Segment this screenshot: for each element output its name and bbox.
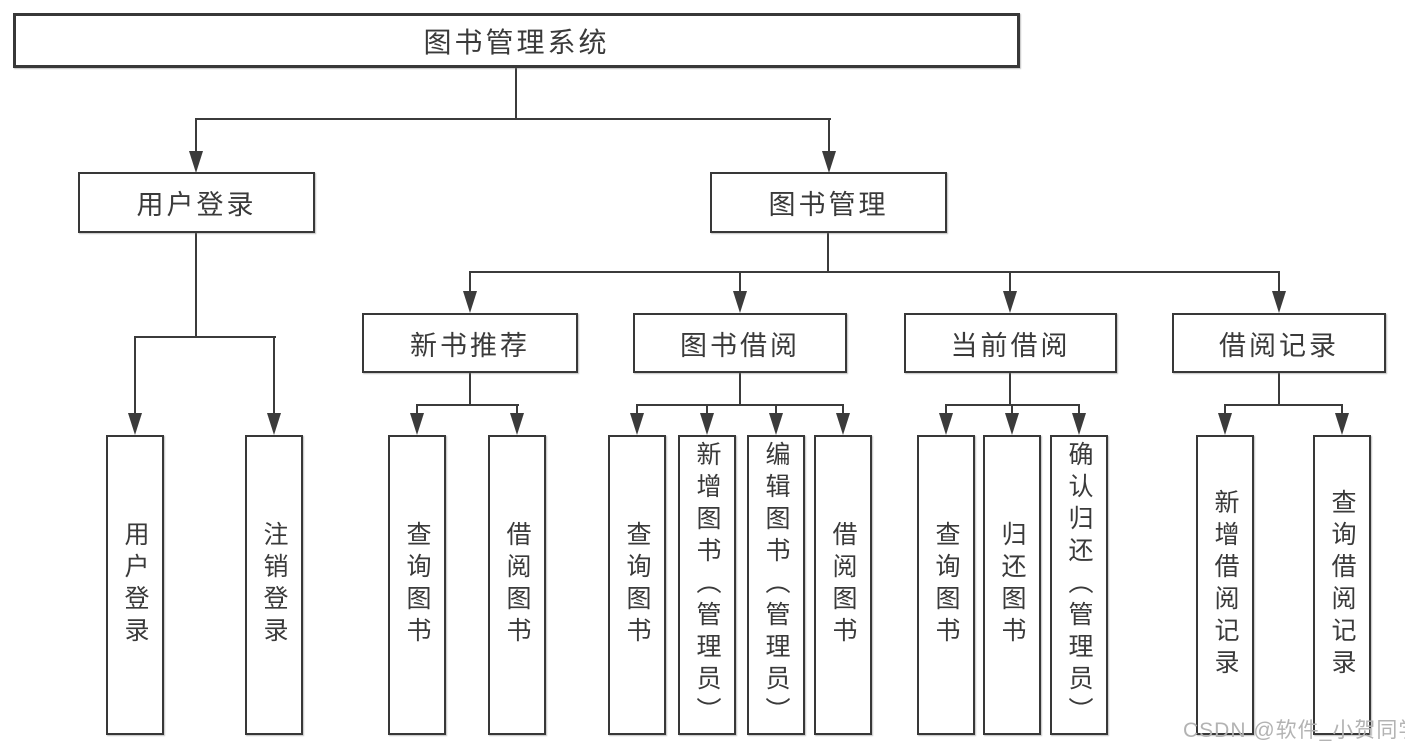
connector-line	[1009, 271, 1011, 293]
arrowhead-down	[510, 413, 524, 435]
connector-line	[775, 404, 777, 416]
connector-line	[828, 118, 830, 154]
arrowhead-down	[822, 151, 836, 173]
connector-line	[1011, 404, 1013, 416]
node-book-borrowing: 图书借阅	[633, 313, 847, 373]
connector-line	[706, 404, 708, 416]
connector-line	[469, 271, 1280, 273]
arrowhead-down	[1335, 413, 1349, 435]
arrowhead-down	[463, 291, 477, 313]
leaf-logout: 注销登录	[245, 435, 303, 735]
leaf-query-book-current: 查询图书	[917, 435, 975, 735]
leaf-confirm-return-admin: 确认归还（管理员）	[1050, 435, 1108, 735]
connector-line	[134, 336, 276, 338]
csdn-watermark: CSDN @软件_小贺同学	[1183, 719, 1405, 742]
connector-line	[842, 404, 844, 416]
node-new-book-recommend: 新书推荐	[362, 313, 578, 373]
connector-line	[195, 118, 831, 120]
arrowhead-down	[1272, 291, 1286, 313]
leaf-borrow-book-recommend: 借阅图书	[488, 435, 546, 735]
leaf-borrow-book: 借阅图书	[814, 435, 872, 735]
node-current-borrowing: 当前借阅	[904, 313, 1117, 373]
connector-line	[1278, 271, 1280, 293]
node-user-login: 用户登录	[78, 172, 315, 233]
leaf-user-login: 用户登录	[106, 435, 164, 735]
connector-line	[636, 404, 638, 416]
leaf-query-book-recommend: 查询图书	[388, 435, 446, 735]
leaf-add-borrow-record: 新增借阅记录	[1196, 435, 1254, 735]
connector-line	[1224, 404, 1343, 406]
arrowhead-down	[939, 413, 953, 435]
connector-line	[195, 118, 197, 154]
connector-line	[1078, 404, 1080, 416]
connector-line	[469, 373, 471, 406]
connector-line	[195, 233, 197, 337]
arrowhead-down	[1003, 291, 1017, 313]
connector-line	[515, 68, 517, 119]
arrowhead-down	[733, 291, 747, 313]
arrowhead-down	[1005, 413, 1019, 435]
leaf-return-book: 归还图书	[983, 435, 1041, 735]
leaf-query-borrow-record: 查询借阅记录	[1313, 435, 1371, 735]
connector-line	[636, 404, 844, 406]
node-book-management: 图书管理	[710, 172, 947, 233]
arrowhead-down	[836, 413, 850, 435]
connector-line	[1009, 373, 1011, 406]
arrowhead-down	[1072, 413, 1086, 435]
node-root-library-system: 图书管理系统	[13, 13, 1020, 68]
connector-line	[416, 404, 519, 406]
arrowhead-down	[700, 413, 714, 435]
leaf-query-book-borrow: 查询图书	[608, 435, 666, 735]
connector-line	[469, 271, 471, 293]
arrowhead-down	[1218, 413, 1232, 435]
connector-line	[827, 233, 829, 273]
connector-line	[739, 373, 741, 406]
node-borrowing-records: 借阅记录	[1172, 313, 1386, 373]
connector-line	[1341, 404, 1343, 416]
arrowhead-down	[189, 151, 203, 173]
connector-line	[516, 404, 518, 416]
leaf-add-book-admin: 新增图书（管理员）	[678, 435, 736, 735]
leaf-edit-book-admin: 编辑图书（管理员）	[747, 435, 805, 735]
arrowhead-down	[267, 413, 281, 435]
arrowhead-down	[630, 413, 644, 435]
connector-line	[945, 404, 947, 416]
connector-line	[739, 271, 741, 293]
arrowhead-down	[769, 413, 783, 435]
connector-line	[134, 336, 136, 416]
connector-line	[416, 404, 418, 416]
connector-line	[1224, 404, 1226, 416]
connector-line	[1278, 373, 1280, 406]
connector-line	[273, 336, 275, 416]
arrowhead-down	[128, 413, 142, 435]
arrowhead-down	[410, 413, 424, 435]
